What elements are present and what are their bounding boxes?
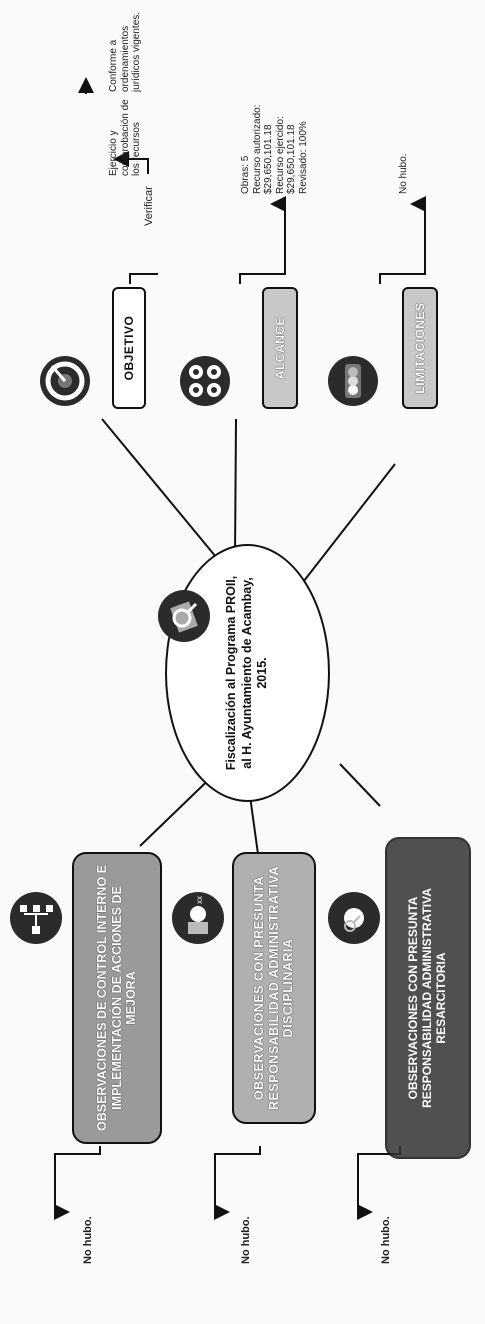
observaciones-control-box: OBSERVACIONES DE CONTROL INTERNO E IMPLE… <box>72 852 162 1144</box>
person-magnifier-icon <box>328 892 380 944</box>
objetivo-action: Verificar <box>143 186 155 226</box>
inspection-magnifier-icon <box>158 590 210 642</box>
observaciones-disciplinaria-box: OBSERVACIONES CON PRESUNTA RESPONSABILID… <box>232 852 316 1124</box>
svg-text:xx: xx <box>195 896 204 904</box>
target-icon <box>40 356 90 406</box>
gears-icon <box>180 356 230 406</box>
observaciones-resarcitoria-result: No hubo. <box>380 1216 392 1264</box>
alcance-box: ALCANCE <box>262 287 298 409</box>
observaciones-resarcitoria-box: OBSERVACIONES CON PRESUNTA RESPONSABILID… <box>385 837 471 1159</box>
alcance-detail-3: $29,650,101.18 <box>263 124 274 194</box>
center-title-line-3: 2015. <box>255 657 270 689</box>
observaciones-control-result: No hubo. <box>82 1216 94 1264</box>
limitaciones-label: LIMITACIONES <box>413 302 427 394</box>
limitaciones-box: LIMITACIONES <box>402 287 438 409</box>
observaciones-control-label: OBSERVACIONES DE CONTROL INTERNO E IMPLE… <box>95 865 139 1132</box>
limitaciones-result: No hubo. <box>398 153 409 194</box>
center-title-line-2: al H. Ayuntamiento de Acambay, <box>239 577 254 769</box>
person-with-documents-icon: xx <box>172 892 224 944</box>
alcance-details: Obras: 5 Recurso autorizado: $29,650,101… <box>240 64 309 195</box>
alcance-detail-5: $29,650,101.18 <box>286 124 297 194</box>
alcance-detail-4: Recurso ejercido: <box>274 116 286 194</box>
traffic-light-icon <box>328 356 378 406</box>
observaciones-resarcitoria-label: OBSERVACIONES CON PRESUNTA RESPONSABILID… <box>406 888 448 1108</box>
observaciones-disciplinaria-result: No hubo. <box>240 1216 252 1264</box>
alcance-detail-6: Revisado: 100% <box>297 121 309 194</box>
alcance-detail-1: Obras: 5 <box>240 155 251 194</box>
observaciones-disciplinaria-label: OBSERVACIONES CON PRESUNTA RESPONSABILID… <box>252 866 296 1110</box>
objetivo-box: OBJETIVO <box>112 287 146 409</box>
center-topic: Fiscalización al Programa PROII, al H. A… <box>165 544 330 802</box>
alcance-detail-2: Recurso autorizado: <box>251 104 263 195</box>
alcance-label: ALCANCE <box>273 316 287 380</box>
objetivo-label: OBJETIVO <box>122 315 136 381</box>
center-title-line-1: Fiscalización al Programa PROII, <box>224 575 239 771</box>
objetivo-note-2: Ejercicio y comprobación de los recursos <box>108 99 142 176</box>
objetivo-note-1: Conforme a ordenamientos jurídicos vigen… <box>108 11 142 92</box>
org-chart-icon <box>10 892 62 944</box>
